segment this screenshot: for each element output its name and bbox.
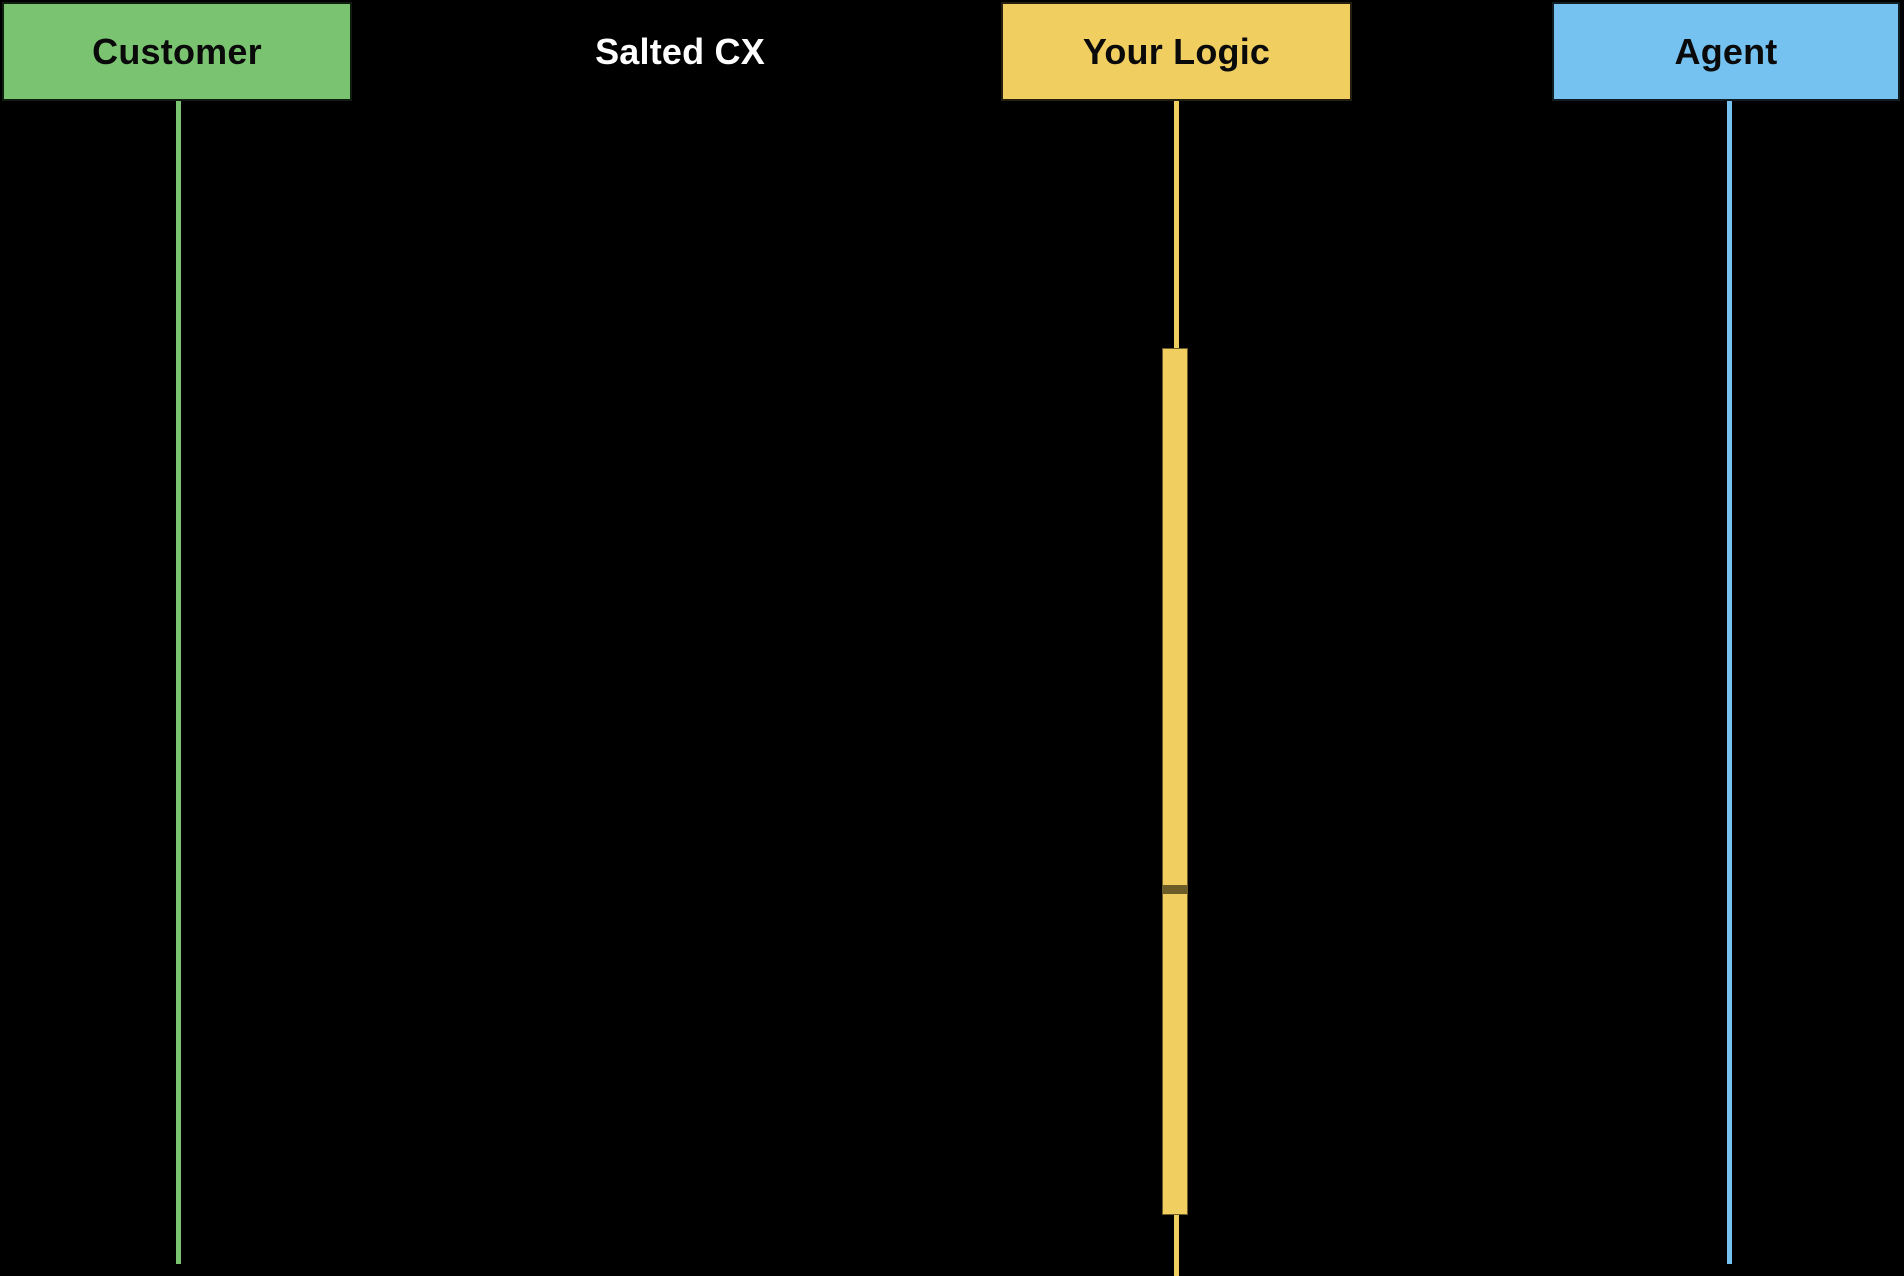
activation-bar-your-logic — [1162, 348, 1188, 1215]
message-layer — [0, 101, 1904, 1276]
lifeline-customer — [176, 101, 181, 1264]
participant-label-your-logic: Your Logic — [1082, 30, 1271, 72]
participant-box-agent[interactable]: Agent — [1552, 2, 1900, 101]
participant-label-customer: Customer — [92, 30, 262, 72]
lifeline-salted-cx — [679, 101, 684, 1264]
participant-label-salted-cx: Salted CX — [595, 30, 765, 72]
participant-box-your-logic[interactable]: Your Logic — [1001, 2, 1352, 101]
activation-divider — [1162, 885, 1188, 894]
participant-label-agent: Agent — [1674, 30, 1778, 72]
participant-box-salted-cx[interactable]: Salted CX — [505, 2, 855, 101]
lifeline-agent — [1727, 101, 1732, 1264]
participant-box-customer[interactable]: Customer — [2, 2, 352, 101]
